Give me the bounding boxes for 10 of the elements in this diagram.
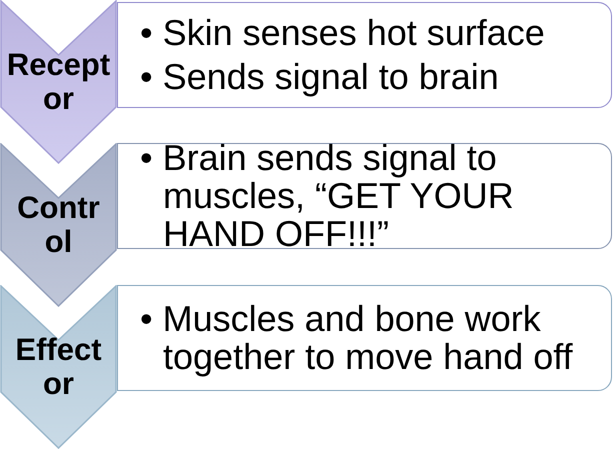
bullet-text: • Sends signal to brain (140, 58, 500, 96)
bullet-text: • Muscles and bone work together to move hand off (140, 300, 574, 376)
bullet-text: • Skin senses hot surface (140, 14, 546, 52)
text-panel (117, 143, 612, 249)
text-panel (117, 285, 612, 391)
bullet-text: • Brain sends signal to muscles, “GET YOUR HAND OFF!!!” (140, 139, 515, 253)
stage-label: Effector (14, 333, 103, 401)
stage-label: Control (16, 191, 101, 259)
stage-label: Receptor (6, 48, 112, 116)
text-panel (117, 2, 612, 108)
